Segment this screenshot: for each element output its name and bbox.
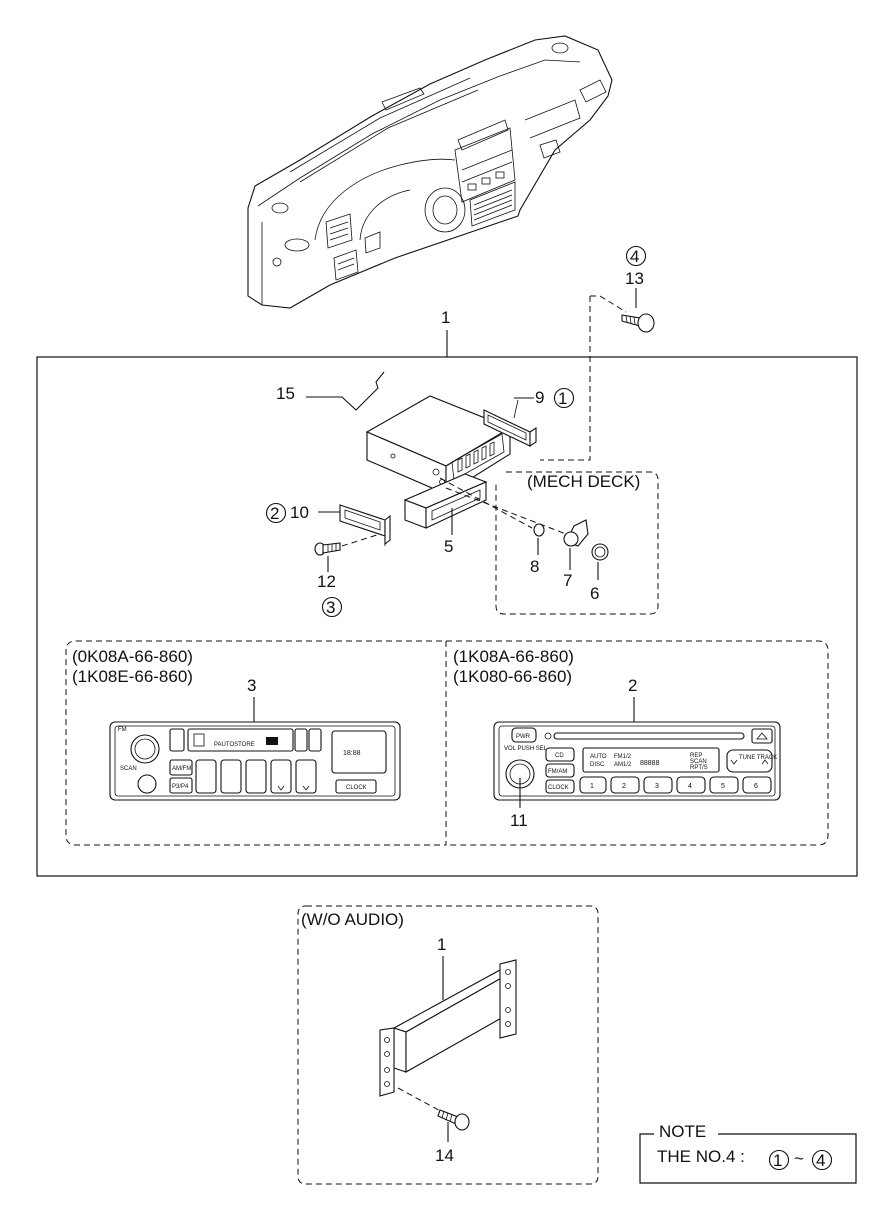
cd-mode-rep: REP — [690, 753, 702, 759]
callout-5: 5 — [444, 537, 453, 556]
callout-10: 10 — [290, 503, 309, 522]
svg-text:3: 3 — [326, 598, 335, 617]
preset-6-label: 6 — [754, 783, 758, 790]
wo-audio-group — [297, 905, 599, 1185]
preset-1-label: 1 — [590, 783, 594, 790]
cd-mode-rpts: RPT/S — [690, 765, 708, 771]
preset-2-label: 2 — [622, 783, 626, 790]
cd-mode-scan: SCAN — [690, 759, 707, 765]
callout-12: 12 — [317, 572, 336, 591]
scan-label: SCAN — [120, 766, 137, 772]
callout-11: 11 — [510, 811, 528, 830]
mech-deck-label: (MECH DECK) — [527, 472, 640, 491]
circled-number-2-bracket: 2 — [265, 502, 287, 524]
left-model-code-1: (0K08A-66-860) — [72, 647, 193, 666]
right-model-code-2: (1K080-66-860) — [453, 667, 572, 686]
svg-text:4: 4 — [630, 247, 639, 266]
vol-push-sel-label: VOL PUSH SEL — [504, 746, 548, 752]
cd-mode-fm12: FM1/2 — [614, 754, 632, 760]
screw-13 — [621, 313, 655, 333]
clock-button-label: CLOCK — [346, 785, 367, 791]
wo-audio-label: (W/O AUDIO) — [301, 910, 404, 929]
callout-8: 8 — [530, 557, 539, 576]
note-circled-1: 1 — [773, 1151, 782, 1170]
cd-mode-am12: AM1/2 — [614, 762, 632, 768]
screw-12 — [314, 542, 341, 556]
callout-15: 15 — [276, 384, 295, 403]
left-model-code-2: (1K08E-66-860) — [72, 667, 193, 686]
screw-14 — [437, 1109, 470, 1131]
callout-9: 9 — [535, 388, 544, 407]
circled-number-1-bracket: 1 — [553, 387, 575, 409]
cd-mode-disc: DISC — [590, 762, 605, 768]
preset-4-label: 4 — [688, 783, 692, 790]
circled-number-4-top: 4 — [625, 245, 647, 267]
note-circled-4: 4 — [816, 1151, 825, 1170]
pocket-cover-1 — [379, 959, 517, 1097]
fmam-button-label: FM/AM — [548, 769, 567, 775]
callout-1-top: 1 — [441, 308, 450, 327]
note-text: THE NO.4 : — [657, 1147, 745, 1166]
radio-cd-faceplate: PWR VOL PUSH SEL CD FM/AM CLOCK AUTO DIS… — [493, 721, 781, 801]
cassette-model-group — [65, 640, 447, 846]
cassette-time-display: 18:88 — [343, 750, 361, 757]
knob-7 — [563, 519, 589, 547]
tune-track-label: TUNE TRACK — [739, 755, 777, 761]
callout-3-label: 3 — [247, 676, 256, 695]
knob-6 — [591, 543, 609, 561]
note-box: NOTE THE NO.4 : 1 ~ 4 — [639, 1122, 857, 1184]
cd-button-label: CD — [555, 753, 564, 759]
fm-label: FM — [118, 727, 127, 733]
bracket-10 — [339, 504, 391, 546]
cd-digit-display: 88888 — [640, 760, 660, 767]
right-model-code-1: (1K08A-66-860) — [453, 647, 574, 666]
callout-1-wo-audio: 1 — [437, 935, 446, 954]
svg-text:1: 1 — [558, 389, 567, 408]
note-tilde: ~ — [794, 1149, 804, 1168]
autostore-label: PAUTOSTORE — [214, 742, 255, 748]
p3p4-button-label: P3/P4 — [172, 784, 189, 790]
preset-5-label: 5 — [721, 783, 725, 790]
callout-14: 14 — [435, 1146, 454, 1165]
note-title: NOTE — [659, 1122, 706, 1141]
callout-13: 13 — [625, 269, 644, 288]
callout-2-label: 2 — [628, 676, 637, 695]
cd-mode-auto: AUTO — [590, 754, 607, 760]
pwr-button-label: PWR — [516, 734, 531, 740]
am-fm-button-label: AM/FM — [172, 766, 191, 772]
callout-6: 6 — [590, 584, 599, 603]
knob-8 — [533, 523, 545, 537]
cd-clock-button-label: CLOCK — [548, 785, 569, 791]
dashboard-illustration — [247, 35, 613, 309]
callout-7: 7 — [563, 571, 572, 590]
cd-model-group — [446, 640, 829, 846]
circled-number-3-screw: 3 — [321, 596, 343, 618]
bracket-9 — [483, 399, 537, 448]
svg-text:2: 2 — [270, 504, 279, 523]
preset-3-label: 3 — [655, 783, 659, 790]
radio-cassette-faceplate: FM SCAN PAUTOSTORE 18:88 AM/FM P3/P4 CLO… — [109, 721, 401, 801]
radio-main-unit — [365, 395, 512, 495]
trim-bezel-5 — [403, 473, 488, 529]
